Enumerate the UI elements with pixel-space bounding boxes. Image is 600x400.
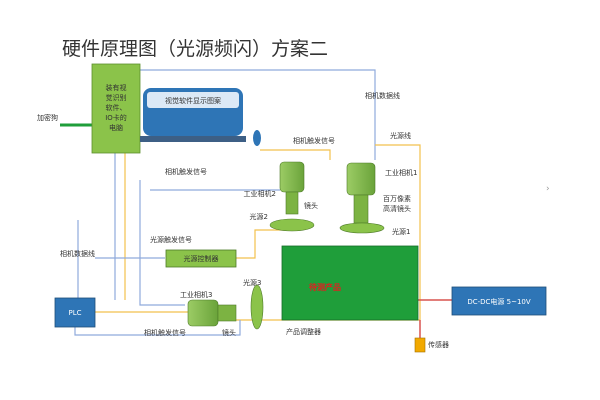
page-title: 硬件原理图（光源频闪）方案二 xyxy=(62,38,329,60)
monitor-icon xyxy=(140,88,246,142)
industrial-camera-1-icon xyxy=(346,162,376,224)
camera-data-line-top-label: 相机数据线 xyxy=(365,91,400,100)
industrial-camera-2-label: 工业相机2 xyxy=(244,189,276,198)
sensor-label: 传感器 xyxy=(428,340,449,349)
industrial-camera-3-label: 工业相机3 xyxy=(180,290,212,299)
product-box xyxy=(281,245,419,321)
light-trigger-label: 光源触发信号 xyxy=(150,235,192,244)
camera-trigger-label-3: 相机触发信号 xyxy=(144,328,186,337)
light-2-label: 光源2 xyxy=(250,212,268,221)
sensor-icon xyxy=(414,337,426,353)
power-label: DC-DC电源 5~10V xyxy=(467,297,531,306)
industrial-camera-3-icon xyxy=(187,299,237,327)
camera-trigger-label-2: 相机触发信号 xyxy=(165,167,207,176)
computer-label-line-5: 电脑 xyxy=(109,123,123,132)
monitor-label: 视觉软件显示图案 xyxy=(165,96,221,105)
camera-trigger-label-1: 相机触发信号 xyxy=(293,136,335,145)
chevron-right-icon: › xyxy=(546,184,550,194)
computer-label-line-3: 软件、 xyxy=(106,103,127,112)
camera-trigger-line-2 xyxy=(260,149,331,160)
light-1-label: 光源1 xyxy=(392,227,410,236)
product-label: 待测产品 xyxy=(308,282,341,292)
camera-trigger-line-2b xyxy=(139,180,185,306)
computer-label-line-4: IO卡的 xyxy=(105,113,127,122)
light-3-label: 光源3 xyxy=(243,278,261,287)
computer-label-line-1: 装有视 xyxy=(106,83,127,92)
computer-label-line-2: 觉识别 xyxy=(106,93,127,102)
light-controller-label: 光源控制器 xyxy=(184,254,219,263)
light-2-icon xyxy=(269,218,315,232)
plc-label: PLC xyxy=(68,309,81,317)
camera-data-line-top xyxy=(134,66,376,160)
power-box xyxy=(451,286,547,316)
plc-bottom-line xyxy=(74,320,241,336)
connection-lines xyxy=(60,66,452,338)
encrypt-dog-label: 加密狗 xyxy=(37,113,58,122)
light-3-icon xyxy=(250,284,264,330)
industrial-camera-1-label: 工业相机1 xyxy=(385,168,417,177)
computer-box xyxy=(91,63,141,154)
lens-3-label: 镜头 xyxy=(222,328,236,337)
product-adjuster-label: 产品调整器 xyxy=(286,327,321,336)
megapixel-lens-label-1: 百万像素 xyxy=(383,194,411,203)
controller-to-lights xyxy=(236,229,300,259)
plc-box xyxy=(54,297,96,328)
megapixel-lens-label-2: 高清镜头 xyxy=(383,204,411,213)
lens-2-label: 镜头 xyxy=(304,201,318,210)
light-controller-box xyxy=(165,249,237,268)
camera-data-line-left-label: 相机数据线 xyxy=(60,249,95,258)
light-line-label: 光源线 xyxy=(390,131,411,140)
industrial-camera-2-icon xyxy=(279,161,305,215)
mouse-icon xyxy=(253,130,261,146)
light-1-icon xyxy=(339,222,385,234)
